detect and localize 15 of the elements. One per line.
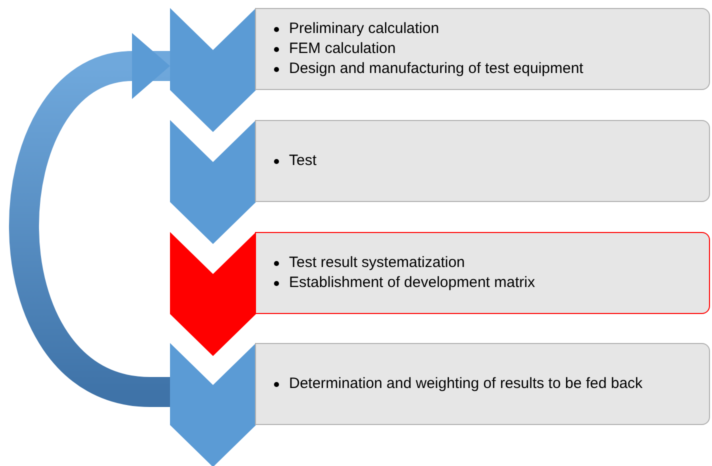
text-box: [255, 120, 710, 202]
bullet-item: Design and manufacturing of test equipment: [289, 59, 584, 79]
chevron-shape: [170, 120, 256, 244]
text-box: [255, 232, 710, 314]
chevron-shape: [170, 343, 256, 466]
bullet-item: FEM calculation: [289, 39, 396, 59]
chevron-shape: [170, 232, 256, 356]
text-box: [255, 8, 710, 90]
bullet-item: Establishment of development matrix: [289, 273, 535, 293]
bullet-item: Test result systematization: [289, 253, 465, 273]
chevron-shape: [170, 8, 256, 132]
bullet-item: Test: [289, 151, 317, 171]
bullet-item: Preliminary calculation: [289, 19, 440, 39]
bullet-item: Determination and weighting of results to be fed back: [289, 374, 643, 394]
text-box: [255, 343, 710, 425]
